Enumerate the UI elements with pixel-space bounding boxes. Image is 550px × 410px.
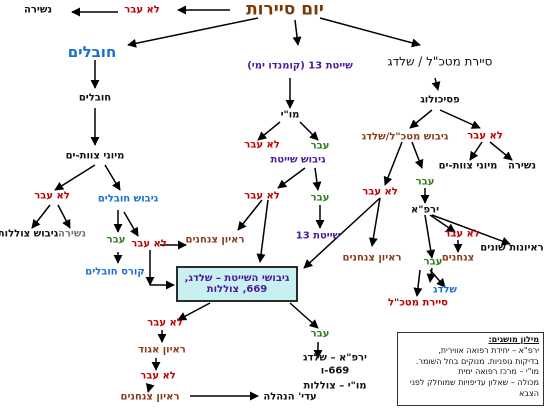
matkal-shaldag-selection-node: גיבוש מטכ"ל/שלדג — [361, 131, 449, 143]
rejected-label: לא עבר — [131, 238, 167, 250]
rejected-label: לא עבר — [140, 370, 176, 382]
rejected-label: לא עבר — [467, 130, 503, 142]
center-box-line-1: גיבושי השייטת – שלדג, — [184, 273, 290, 284]
sayeret-matkal-shaldag-node: סיירת מטכ"ל / שלדג — [387, 54, 493, 69]
passed-label: עבר — [423, 256, 443, 268]
rejected-label: לא עבר — [362, 186, 398, 198]
passed-label: עבר — [106, 234, 126, 246]
rejected-label: לא עבר — [444, 228, 480, 240]
shayetet-selection-node: גיבוש שייטת — [270, 154, 326, 166]
paratroopers-interview-bottom-node: ראיון צנחנים — [120, 391, 180, 403]
center-box-line-2: 669, צוללות — [206, 284, 268, 295]
yarpa-shaldag-node: ירפ"א – שלדג — [303, 352, 367, 364]
psychologist-node: פסיכולוג — [420, 94, 460, 106]
glossary-line: ירפ"א – יחידת רפואה אווירית, — [438, 345, 539, 355]
agaf-interview-node: ראיון אגוד — [138, 344, 186, 356]
naval-medical-node: מו"י — [280, 109, 300, 121]
dropout-right-node: נשירה — [508, 160, 536, 172]
naval-screening-right-node: מיוני צוות-ים — [438, 160, 498, 172]
submarine-selection-node: גיבוש צוללות — [0, 228, 59, 240]
shayetet-13-commando-node: שייטת 13 (קומנדו ימי) — [247, 60, 353, 72]
passed-label: עבר — [310, 328, 330, 340]
rejected-label: לא עבר — [244, 139, 280, 151]
naval-medical-submarines-node: מו"י – צוללות — [303, 380, 367, 392]
various-interviews-node: ראיונות שונים — [480, 242, 544, 254]
unit-669-node: 669-ו — [320, 365, 350, 377]
paratroopers-interview-right-node: ראיון צנחנים — [342, 252, 402, 264]
glossary-line: בדיקות גופניות. מנוקים בחל השומר. — [415, 356, 539, 366]
paratroopers-interview-mid-node: ראיון צנחנים — [185, 234, 245, 246]
hovlim-course-node: קורס חובלים — [85, 266, 145, 278]
glossary-line: מו"י – מרכז רפואה ימית — [458, 367, 539, 377]
hovlim-node: חובלים — [67, 42, 117, 61]
rejected-label: לא עבר — [147, 317, 183, 329]
sayeret-matkal-node: סיירת מטכ"ל — [388, 297, 448, 309]
management-preference-node: עדי' הנהלה — [263, 391, 317, 403]
glossary-box: מילון מושגים: ירפ"א – יחידת רפואה אווירי… — [397, 332, 544, 406]
hovlim-selection-node: גיבוש חובלים — [97, 193, 159, 205]
rejected-label: לא עבר — [124, 4, 160, 16]
naval-screening-left-node: מיוני צוות-ים — [65, 150, 125, 162]
center-selection-box: גיבושי השייטת – שלדג, 669, צוללות — [176, 266, 298, 302]
glossary-title: מילון מושגים: — [488, 335, 539, 344]
yarpa-node: ירפ"א — [410, 204, 440, 216]
glossary-line: הצבא — [519, 388, 539, 398]
dropout-left-node: נשירה — [58, 228, 86, 240]
rejected-label: לא עבר — [34, 190, 70, 202]
hovlim-subnode: חובלים — [78, 92, 112, 104]
passed-label: עבר — [415, 176, 435, 188]
dropout-node: נשירה — [24, 4, 52, 16]
glossary-line: מכולה – שאלון עדיפויות שמוחלק לפני — [409, 378, 539, 388]
rejected-label: לא עבר — [244, 190, 280, 202]
shayetet-13-node: שייטת 13 — [295, 230, 341, 242]
root-node: יום סיירות — [246, 0, 324, 20]
paratroopers-node: צנחנים — [441, 252, 475, 264]
passed-label: עבר — [310, 140, 330, 152]
shaldag-node: שלדג — [433, 284, 457, 296]
passed-label: עבר — [310, 192, 330, 204]
